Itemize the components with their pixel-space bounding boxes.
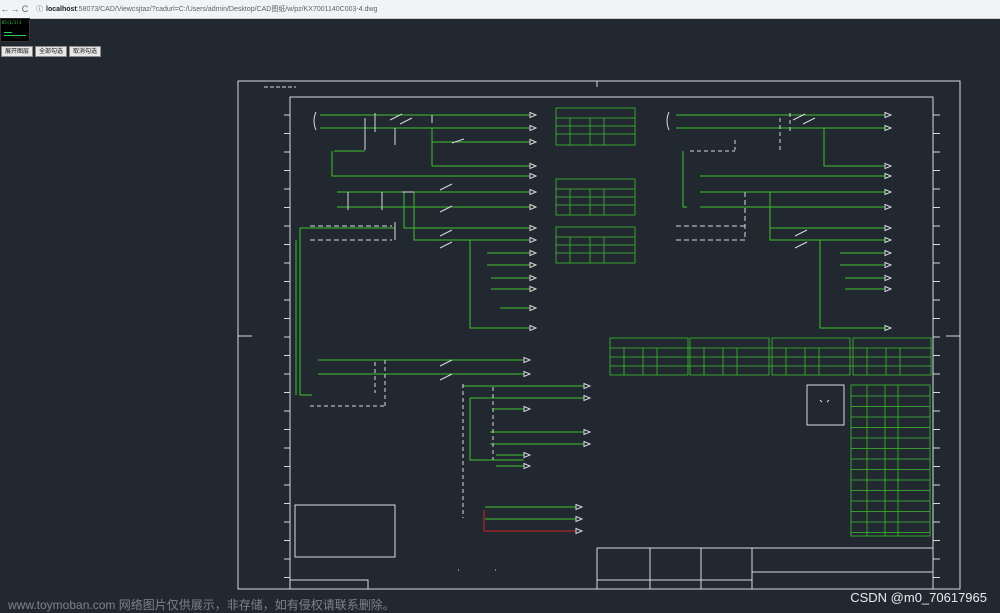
green-tables	[555, 107, 932, 537]
arrow-marker	[575, 503, 584, 511]
url-path: :58073/CAD/Viewcsjtaz/?cadurl=C:/Users/a…	[76, 6, 378, 13]
arrow-marker	[523, 405, 532, 413]
arrow-marker	[884, 249, 893, 257]
arrow-marker	[523, 370, 532, 378]
arrow-marker	[529, 274, 538, 282]
site-info-icon[interactable]: ⓘ	[36, 6, 43, 13]
back-icon[interactable]: ←	[0, 4, 10, 14]
watermark-left: www.toymoban.com 网络图片仅供展示，非存储，如有侵权请联系删除。	[8, 598, 395, 612]
arrow-marker	[583, 428, 592, 436]
arrow-marker	[529, 236, 538, 244]
drawing-frame	[237, 80, 961, 590]
arrow-marker	[529, 304, 538, 312]
arrow-marker	[884, 111, 893, 119]
arrow-marker	[529, 324, 538, 332]
url-host: localhost	[46, 5, 77, 13]
arrow-marker	[575, 515, 584, 523]
arrow-marker	[529, 224, 538, 232]
arrow-marker	[529, 203, 538, 211]
circuit-wiring	[295, 111, 885, 571]
minimap-line	[4, 35, 26, 36]
reload-icon[interactable]: C	[21, 4, 29, 14]
arrow-marker	[529, 138, 538, 146]
arrow-marker	[884, 172, 893, 180]
watermark-right: CSDN @m0_70617965	[850, 590, 987, 605]
arrow-marker	[884, 261, 893, 269]
arrow-marker	[884, 124, 893, 132]
minimap-title: 85(1/1)1	[2, 20, 22, 25]
layer-toolbar: 展开图层 全部勾选 取消勾选	[1, 46, 102, 57]
frame-ticks	[284, 114, 940, 578]
arrow-marker	[583, 440, 592, 448]
arrow-marker	[529, 249, 538, 257]
arrow-marker	[523, 451, 532, 459]
arrow-marker	[523, 462, 532, 470]
arrow-marker	[884, 324, 893, 332]
arrow-marker	[884, 224, 893, 232]
green-table-rows	[851, 395, 930, 533]
arrow-marker	[884, 285, 893, 293]
arrow-marker	[884, 274, 893, 282]
arrow-marker	[529, 162, 538, 170]
arrow-marker	[529, 188, 538, 196]
arrow-marker	[523, 356, 532, 364]
browser-toolbar: ← → C ⓘ localhost :58073/CAD/Viewcsjtaz/…	[0, 0, 1000, 19]
expand-layers-button[interactable]: 展开图层	[1, 46, 34, 57]
title-block	[289, 384, 934, 590]
arrow-marker	[884, 236, 893, 244]
arrow-marker	[575, 527, 584, 535]
arrow-marker	[583, 382, 592, 390]
minimap[interactable]: 85(1/1)1	[0, 18, 30, 42]
address-bar[interactable]: ⓘ localhost :58073/CAD/Viewcsjtaz/?cadur…	[36, 2, 377, 16]
arrow-markers	[523, 111, 893, 535]
arrow-marker	[529, 285, 538, 293]
forward-icon[interactable]: →	[10, 4, 20, 14]
arrow-marker	[529, 124, 538, 132]
arrow-marker	[529, 261, 538, 269]
minimap-line	[4, 32, 12, 33]
arrow-marker	[583, 394, 592, 402]
arrow-marker	[529, 172, 538, 180]
arrow-marker	[529, 111, 538, 119]
select-all-button[interactable]: 全部勾选	[35, 46, 68, 57]
arrow-marker	[884, 203, 893, 211]
deselect-all-button[interactable]: 取消勾选	[69, 46, 102, 57]
arrow-marker	[884, 188, 893, 196]
arrow-marker	[884, 162, 893, 170]
